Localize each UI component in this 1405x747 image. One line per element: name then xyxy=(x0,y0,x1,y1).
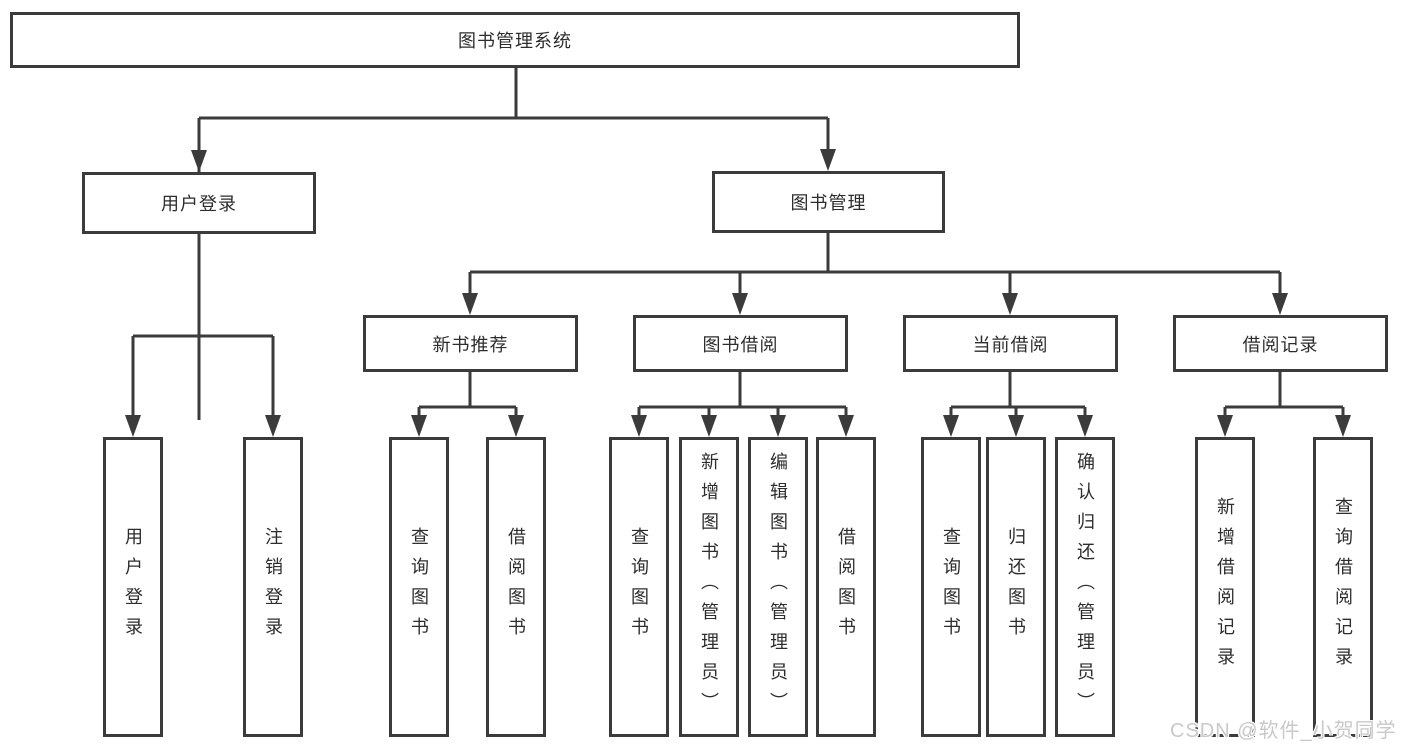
node-label: 归还图书 xyxy=(1006,527,1026,647)
edge-userlogin-branch xyxy=(131,234,275,421)
node-book-management: 图书管理 xyxy=(712,171,945,233)
leaf-recommend-query-book: 查询图书 xyxy=(389,437,449,737)
leaf-borrowing-query-book: 查询图书 xyxy=(609,437,669,737)
leaf-user-login: 用户登录 xyxy=(103,437,163,737)
node-book-borrowing: 图书借阅 xyxy=(633,315,848,372)
leaf-borrowing-borrow-book: 借阅图书 xyxy=(816,437,876,737)
leaf-recommend-borrow-book: 借阅图书 xyxy=(486,437,546,737)
node-label: 当前借阅 xyxy=(972,334,1049,355)
node-label: 新增图书（管理员） xyxy=(699,452,719,722)
node-label: 借阅图书 xyxy=(506,527,526,647)
edge-borrowrec-branch xyxy=(1223,372,1345,421)
edge-curborrow-branch xyxy=(949,372,1087,421)
node-label: 查询借阅记录 xyxy=(1333,497,1353,677)
leaf-record-add-borrow-record: 新增借阅记录 xyxy=(1195,437,1255,737)
edge-newbook-branch xyxy=(417,372,518,421)
node-label: 确认归还（管理员） xyxy=(1075,452,1095,722)
node-borrowing-records: 借阅记录 xyxy=(1173,315,1388,372)
node-label: 新书推荐 xyxy=(432,334,509,355)
node-label: 图书管理 xyxy=(790,193,867,213)
leaf-borrowing-add-book-admin: 新增图书（管理员） xyxy=(679,437,739,737)
node-label: 查询图书 xyxy=(409,527,429,647)
node-user-login: 用户登录 xyxy=(82,172,316,234)
leaf-current-query-book: 查询图书 xyxy=(921,437,981,737)
node-label: 用户登录 xyxy=(123,527,143,647)
node-label: 新增借阅记录 xyxy=(1215,497,1235,677)
leaf-current-return-book: 归还图书 xyxy=(986,437,1046,737)
leaf-current-confirm-return-admin: 确认归还（管理员） xyxy=(1055,437,1115,737)
csdn-watermark: CSDN @软件_小贺同学 xyxy=(1170,720,1397,742)
node-new-book-recommendation: 新书推荐 xyxy=(363,315,578,372)
leaf-borrowing-edit-book-admin: 编辑图书（管理员） xyxy=(748,437,808,737)
node-label: 查询图书 xyxy=(629,527,649,647)
node-label: 借阅记录 xyxy=(1242,334,1319,355)
node-label: 查询图书 xyxy=(941,527,961,647)
node-label: 注销登录 xyxy=(263,527,283,647)
edge-bookborrow-branch xyxy=(637,372,848,421)
leaf-record-query-borrow-record: 查询借阅记录 xyxy=(1313,437,1373,737)
node-label: 图书管理系统 xyxy=(458,31,572,51)
leaf-logout-login: 注销登录 xyxy=(243,437,303,737)
node-library-management-system: 图书管理系统 xyxy=(10,12,1020,68)
node-label: 图书借阅 xyxy=(702,334,779,355)
arrowheads xyxy=(125,149,1351,437)
node-label: 编辑图书（管理员） xyxy=(768,452,788,722)
node-current-borrowing: 当前借阅 xyxy=(903,315,1118,372)
edge-bookmgmt-branch xyxy=(468,233,1282,299)
edge-root-to-level2 xyxy=(197,68,830,420)
node-label: 借阅图书 xyxy=(836,527,856,647)
node-label: 用户登录 xyxy=(161,194,237,214)
